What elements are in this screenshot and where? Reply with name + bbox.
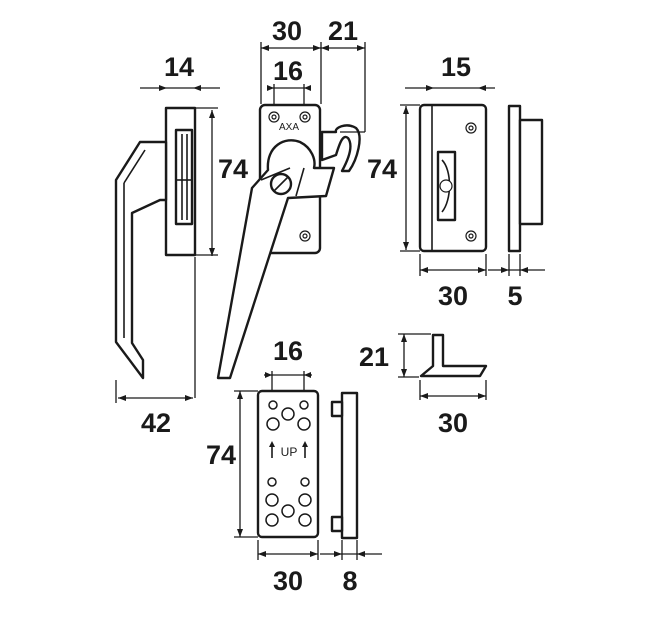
dim-hook-width: 30 [438,408,468,438]
handle-front-view: AXA 74 [216,103,397,380]
hook-piece-view: 21 30 [359,333,488,438]
plate-up-mark: UP [281,445,298,459]
plate-side-lug [330,515,344,533]
brand-mark: AXA [279,122,299,133]
dim-hook-height: 21 [359,342,389,372]
striker-view: 30 5 [400,103,545,311]
hook-piece [419,333,488,378]
dim-handle-body-width: 30 [272,16,302,46]
top-dimensions: 30 21 16 14 15 [140,16,495,132]
dim-handle-depth: 42 [141,408,171,438]
hook-latch [320,124,361,173]
dim-arrows [261,45,365,51]
dim-striker-width-top: 15 [441,52,471,82]
dim-striker-body-width: 30 [438,281,468,311]
dim-handle-height: 74 [367,154,397,184]
dim-plate-screw-spacing: 16 [273,336,303,366]
striker-side-plate [507,104,522,253]
dim-screw-spacing-top: 16 [273,56,303,86]
dim-plate-width: 30 [273,566,303,596]
dim-plate-height: 74 [206,440,236,470]
dim-hook-offset: 21 [328,16,358,46]
handle-profile [114,140,168,380]
dim-plate-depth: 8 [342,566,357,596]
dim-keeper-width: 14 [164,52,194,82]
mounting-plate-view: 16 UP 74 [206,336,382,596]
striker-side-body [518,118,544,226]
handle-side-view: 42 [114,140,196,438]
keeper-recess [174,128,194,226]
dim-keeper-height: 74 [218,154,248,184]
keeper-side-view: 74 [164,106,248,257]
plate-side-body [340,391,359,540]
plate-side-lug [330,400,344,418]
dim-striker-depth: 5 [507,281,522,311]
handle-lever [216,139,336,380]
